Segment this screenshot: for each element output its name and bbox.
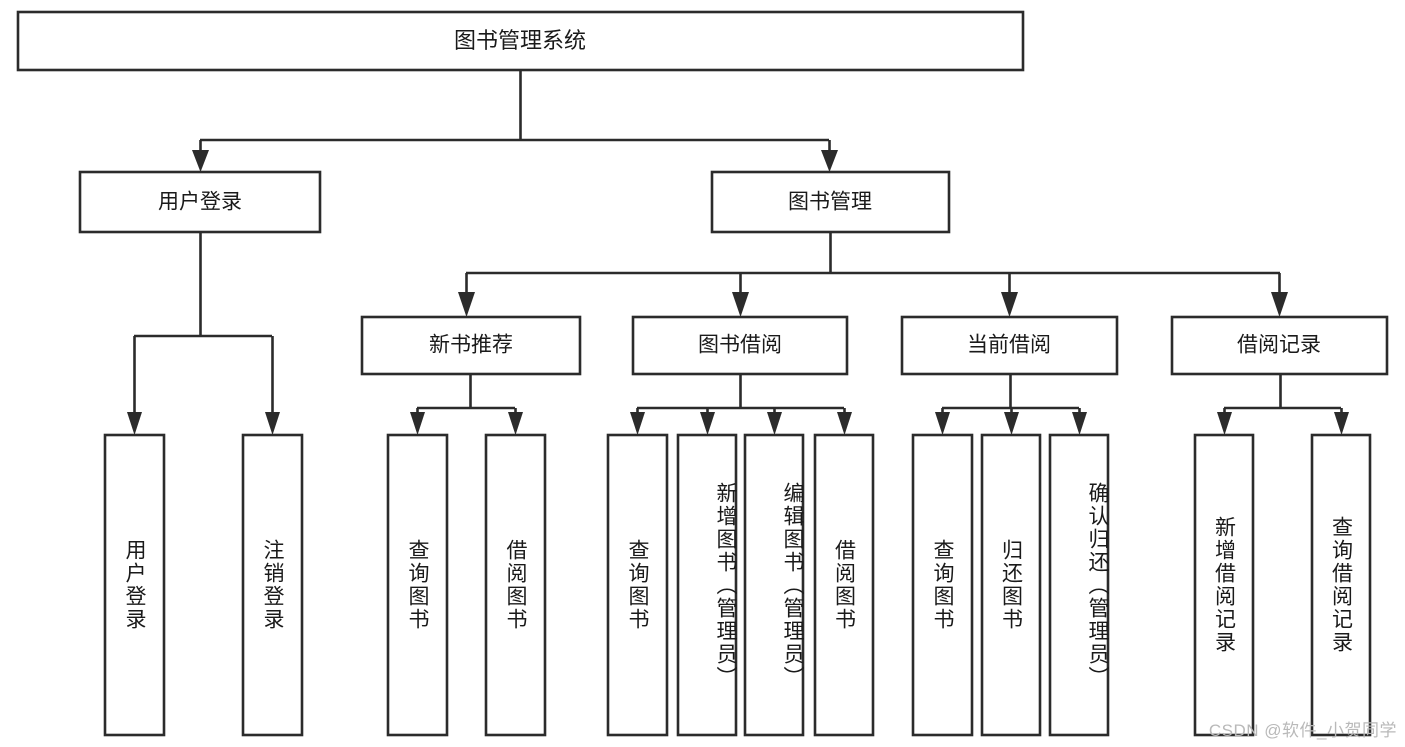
label-user-login: 用户登录 (158, 191, 242, 214)
connector-group-book-borrow (630, 374, 852, 435)
node-box-book-borrow[interactable] (631, 315, 849, 376)
leaf-box-query-book-bb[interactable] (606, 433, 669, 737)
label-current-borrow: 当前借阅 (967, 334, 1051, 357)
label-new-book-recommend: 新书推荐 (429, 334, 513, 357)
connector-group-current-borrow (935, 374, 1087, 435)
arrowhead-cb-leaf-1 (935, 412, 950, 435)
node-box-user-login[interactable] (78, 170, 322, 234)
arrowhead-bb-leaf-4 (837, 412, 852, 435)
csdn-watermark: CSDN @软件_小贺同学 (1208, 721, 1397, 740)
leaf-box-add-borrow-record[interactable] (1193, 433, 1255, 737)
label-borrow-record: 借阅记录 (1237, 334, 1321, 357)
arrowhead-br-leaf-2 (1334, 412, 1349, 435)
arrowhead-to-user-login (192, 150, 209, 172)
arrowhead-to-current-borrow (1001, 292, 1018, 317)
node-box-new-book-recommend[interactable] (360, 315, 582, 376)
arrowhead-leaf-user-login (127, 412, 142, 435)
connector-group-new-book-rec (410, 374, 523, 435)
leaf-box-user-login[interactable] (103, 433, 166, 737)
leaf-box-edit-book-admin[interactable] (743, 433, 805, 737)
arrowhead-leaf-logout (265, 412, 280, 435)
leaf-box-confirm-return-admin[interactable] (1048, 433, 1110, 737)
arrowhead-nbr-leaf-2 (508, 412, 523, 435)
leaf-box-return-book[interactable] (980, 433, 1042, 737)
node-box-root[interactable] (16, 10, 1025, 72)
connector-group-root (192, 70, 838, 172)
connector-group-user-login (127, 232, 280, 435)
arrowhead-bb-leaf-1 (630, 412, 645, 435)
arrowhead-to-borrow-record (1271, 292, 1288, 317)
arrowhead-nbr-leaf-1 (410, 412, 425, 435)
arrowhead-to-book-manage (821, 150, 838, 172)
root-label: 图书管理系统 (454, 28, 586, 53)
node-box-borrow-record[interactable] (1170, 315, 1389, 376)
leaf-box-borrow-book-nbr[interactable] (484, 433, 547, 737)
arrowhead-cb-leaf-3 (1072, 412, 1087, 435)
leaf-box-query-book-nbr[interactable] (386, 433, 449, 737)
arrowhead-cb-leaf-2 (1004, 412, 1019, 435)
connector-group-borrow-record (1217, 374, 1349, 435)
arrowhead-bb-leaf-2 (700, 412, 715, 435)
leaf-box-add-book-admin[interactable] (676, 433, 738, 737)
node-labels-horizontal: 图书管理系统 用户登录 图书管理 新书推荐 图书借阅 当前借阅 借阅记录 (158, 28, 1321, 357)
arrowhead-to-book-borrow (732, 292, 749, 317)
leaf-box-logout[interactable] (241, 433, 304, 737)
leaf-box-borrow-book-bb[interactable] (813, 433, 875, 737)
leaf-box-query-book-cb[interactable] (911, 433, 974, 737)
arrowhead-to-new-book-rec (458, 292, 475, 317)
label-book-manage: 图书管理 (788, 191, 872, 214)
connector-group-book-manage (458, 232, 1288, 317)
label-book-borrow: 图书借阅 (698, 334, 782, 357)
node-box-current-borrow[interactable] (900, 315, 1119, 376)
leaf-box-query-borrow-record[interactable] (1310, 433, 1372, 737)
node-box-book-manage[interactable] (710, 170, 951, 234)
node-boxes (16, 10, 1389, 737)
arrowhead-br-leaf-1 (1217, 412, 1232, 435)
arrowhead-bb-leaf-3 (767, 412, 782, 435)
